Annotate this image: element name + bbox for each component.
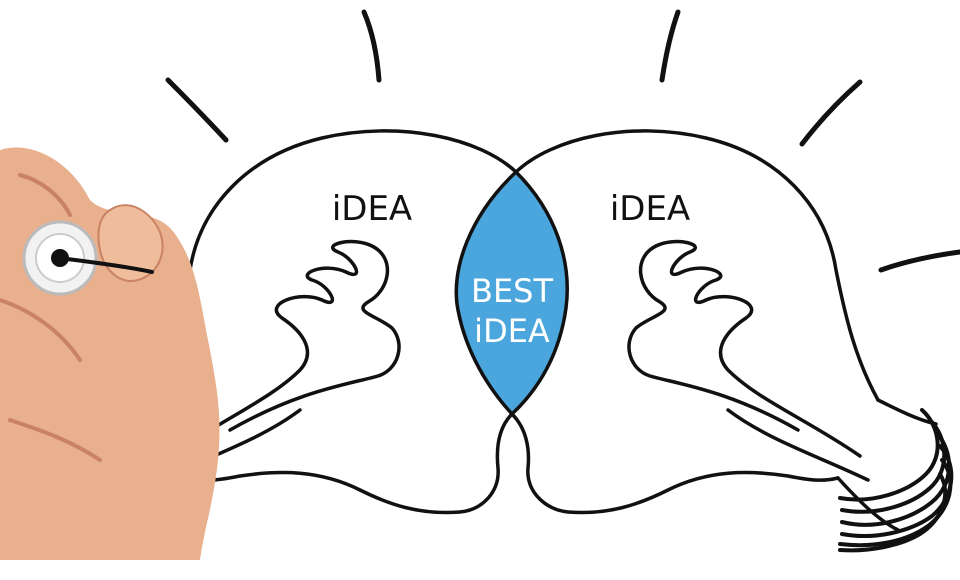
left-bulb-label: iDEA bbox=[332, 189, 412, 229]
right-bulb-icon bbox=[512, 131, 936, 530]
ray-right-1 bbox=[662, 12, 678, 80]
right-bulb-label: iDEA bbox=[610, 189, 690, 229]
ray-left-1 bbox=[168, 80, 226, 140]
hand-with-marker-icon bbox=[0, 147, 220, 560]
overlap-label-line1: BEST bbox=[471, 272, 553, 310]
ray-right-2 bbox=[802, 82, 860, 144]
overlap-label-line2: iDEA bbox=[474, 312, 550, 350]
ray-left-2 bbox=[364, 12, 379, 80]
ray-right-3 bbox=[881, 252, 960, 270]
light-rays bbox=[168, 12, 960, 270]
